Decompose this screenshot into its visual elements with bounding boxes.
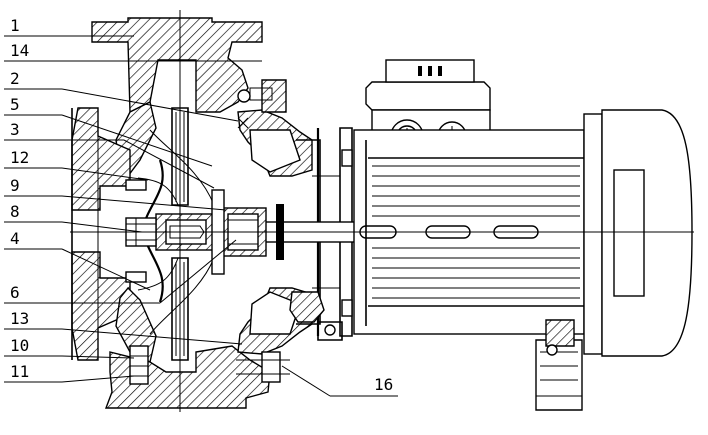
callout-4: 4: [4, 229, 151, 291]
svg-text:3: 3: [10, 120, 20, 139]
center-lines: [70, 10, 694, 412]
callout-2: 2: [4, 69, 239, 122]
svg-text:13: 13: [10, 309, 29, 328]
electric-motor: [341, 59, 693, 411]
svg-text:9: 9: [10, 176, 20, 195]
callout-9: 9: [4, 176, 227, 211]
callout-3: 3: [4, 120, 215, 189]
svg-text:6: 6: [10, 283, 20, 302]
svg-text:16: 16: [374, 375, 393, 394]
svg-text:14: 14: [10, 41, 29, 60]
callout-5: 5: [4, 95, 213, 167]
lantern-bracket: [237, 79, 353, 355]
callout-12: 12: [4, 148, 149, 181]
svg-text:4: 4: [10, 229, 20, 248]
svg-text:8: 8: [10, 202, 20, 221]
svg-text:12: 12: [10, 148, 29, 167]
callout-8: 8: [4, 202, 143, 233]
callout-14: 14: [4, 41, 262, 62]
svg-text:2: 2: [10, 69, 20, 88]
svg-text:1: 1: [10, 16, 20, 35]
callout-11: 11: [4, 362, 135, 383]
callout-10: 10: [4, 336, 135, 359]
svg-text:10: 10: [10, 336, 29, 355]
svg-text:5: 5: [10, 95, 20, 114]
callout-6: 6: [4, 239, 237, 304]
flange-bolts: [125, 179, 290, 385]
callout-16: 16: [281, 365, 398, 397]
callout-13: 13: [4, 309, 243, 345]
callout-1: 1: [4, 16, 134, 37]
callouts: 1 14 2 5 3 12: [4, 16, 398, 397]
cooling-fins: [372, 165, 580, 299]
svg-text:11: 11: [10, 362, 29, 381]
